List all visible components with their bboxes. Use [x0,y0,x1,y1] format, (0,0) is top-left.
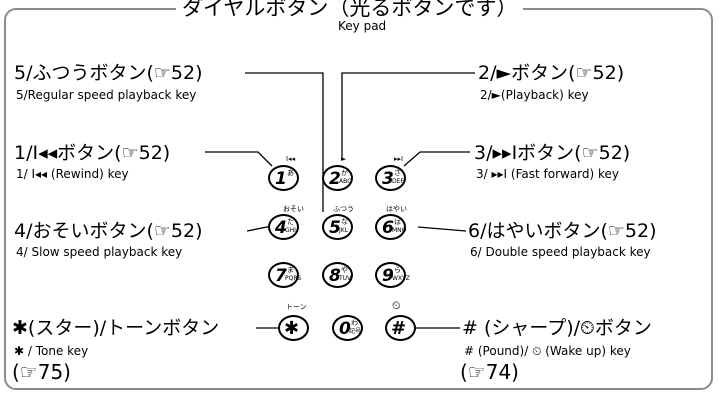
label-6-jp: 6/はやいボタン(☞52) [468,220,657,242]
tag-rewind: I◂◂ [286,155,296,163]
callout-line-2 [341,72,475,160]
tag-slow: おそい [283,205,304,213]
key-5[interactable]: 5 な JKL [322,214,353,240]
key-3[interactable]: 3 さ DEF [375,165,406,191]
tag-normal: ふつう [333,205,354,213]
label-1-jp: 1/I◂◂ボタン(☞52) [14,142,171,164]
label-star-jp: ✱(スター)/トーンボタン [12,317,220,339]
label-4-jp: 4/おそいボタン(☞52) [14,220,203,242]
tag-tone: トーン [286,303,307,311]
key-4[interactable]: 4 た GHI [268,214,299,240]
title-jp: ダイヤルボタン（光るボタンです） [176,0,524,19]
label-3-en: 3/ ▸▸I (Fast forward) key [476,167,620,181]
label-6-en: 6/ Double speed playback key [470,245,651,259]
key-star[interactable]: ✱ [278,315,309,341]
label-2-jp: 2/►ボタン(☞52) [478,62,625,84]
label-2-en: 2/►(Playback) key [480,88,589,102]
label-pound-ref: (☞74) [460,360,519,384]
label-4-en: 4/ Slow speed playback key [16,245,183,259]
callout-line-5 [245,72,324,212]
label-star-en: ✱ / Tone key [14,344,89,358]
key-9[interactable]: 9 ら WXYZ [375,262,410,288]
title-en: Key pad [338,19,387,33]
label-3-jp: 3/▸▸Iボタン(☞52) [474,142,631,164]
key-2[interactable]: 2 か ABC [322,165,353,191]
callout-line-1 [205,151,273,167]
label-pound-jp: # (シャープ)/⏲ボタン [462,317,652,339]
key-1[interactable]: 1 あ [268,165,299,191]
tag-fast: はやい [386,205,407,213]
callout-line-4 [246,225,273,232]
tag-ff: ▸▸I [394,155,404,163]
key-6[interactable]: 6 は MNO [375,214,406,240]
tag-wake-icon: ⏲ [392,299,401,312]
callout-line-3 [403,151,470,167]
key-8[interactable]: 8 や TUV [322,262,353,288]
key-pound[interactable]: # [385,315,416,341]
label-1-en: 1/ I◂◂ (Rewind) key [16,167,129,181]
label-star-ref: (☞75) [12,360,71,384]
label-pound-en: # (Pound)/ ⏲ (Wake up) key [464,344,631,358]
tag-play: ► [341,155,347,163]
key-0[interactable]: 0 わ 記号 [332,315,363,341]
key-7[interactable]: 7 ま PQRS [268,262,301,288]
callout-line-6 [417,226,467,232]
label-5-en: 5/Regular speed playback key [16,88,197,102]
label-5-jp: 5/ふつうボタン(☞52) [14,62,203,84]
